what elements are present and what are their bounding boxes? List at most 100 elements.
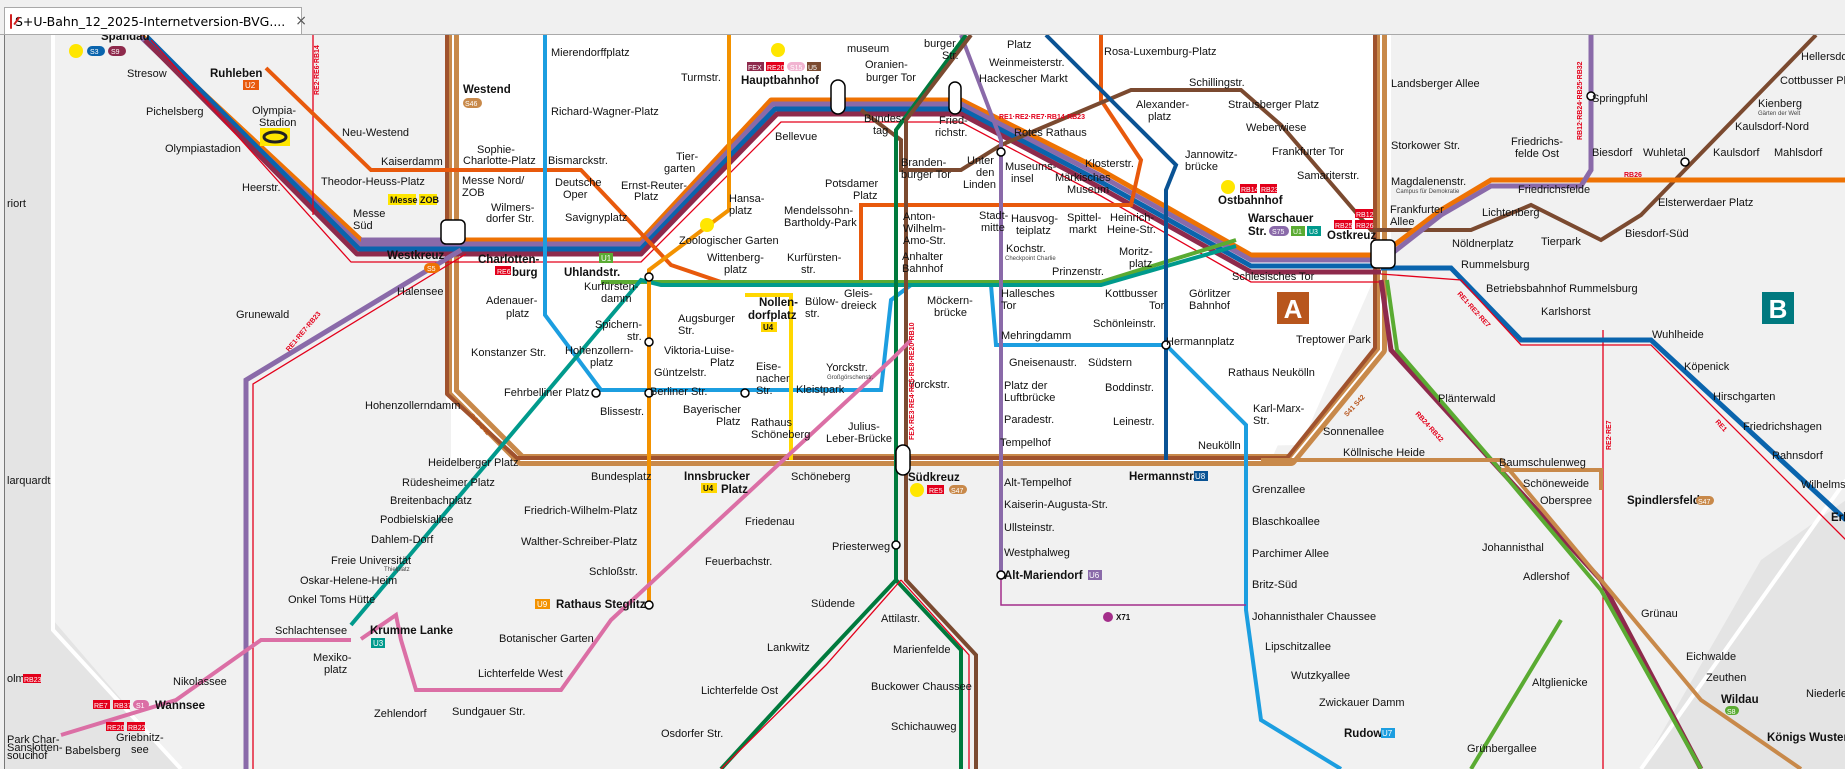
station-theodor-heuss-platz[interactable]: Theodor-Heuss-Platz — [321, 176, 425, 188]
station-leinestr[interactable]: Leinestr. — [1113, 416, 1155, 428]
station-golm[interactable]: olm — [7, 673, 25, 685]
station-sundgauer-str[interactable]: Sundgauer Str. — [452, 706, 525, 718]
station-hausvogteiplatz[interactable]: Hausvog- — [1011, 213, 1058, 225]
station-kurfuerstendamm[interactable]: Kurfürsten- — [584, 281, 639, 293]
station-gneisenaustr[interactable]: Gneisenaustr. — [1009, 357, 1077, 369]
station-zehlendorf[interactable]: Zehlendorf — [374, 708, 428, 720]
station-halensee[interactable]: Halensee — [397, 286, 443, 298]
station-warschauer-str[interactable]: Warschauer — [1248, 213, 1314, 225]
station-breitenbachplatz[interactable]: Breitenbachplatz — [390, 495, 472, 507]
station-wilhelmshagen[interactable]: Wilhelmshagen — [1801, 479, 1845, 491]
station-attilastr[interactable]: Attilastr. — [881, 613, 920, 625]
station-richard-wagner-platz[interactable]: Richard-Wagner-Platz — [551, 106, 659, 118]
station-konstanzer-str[interactable]: Konstanzer Str. — [471, 347, 546, 359]
station-anton-wilhelm-amo-str[interactable]: Anton- — [903, 211, 936, 223]
station-rudow[interactable]: Rudow — [1344, 728, 1382, 740]
station-priesterweg[interactable]: Priesterweg — [832, 541, 890, 553]
station-pichelsberg[interactable]: Pichelsberg — [146, 106, 203, 118]
station-hermannplatz[interactable]: Hermannplatz — [1166, 336, 1234, 348]
station-samariterstr[interactable]: Samariterstr. — [1297, 170, 1359, 182]
station-oskar-helene-heim[interactable]: Oskar-Helene-Heim — [300, 575, 397, 587]
station-westend[interactable]: Westend — [463, 84, 511, 96]
station-sophie-charlotte-platz[interactable]: Sophie- — [477, 144, 515, 156]
station-bayerischer-platz[interactable]: Bayerischer — [683, 404, 741, 416]
station-tierpark[interactable]: Tierpark — [1541, 236, 1581, 248]
station-eichwalde[interactable]: Eichwalde — [1686, 651, 1736, 663]
station-hallesches-tor[interactable]: Hallesches — [1001, 288, 1055, 300]
station-mendelssohn-bartholdy-park[interactable]: Mendelssohn- — [784, 205, 853, 217]
station-friedrichstr[interactable]: Fried- — [939, 115, 968, 127]
station-park-sanssouci[interactable]: Park — [7, 734, 30, 746]
station-babelsberg[interactable]: Babelsberg — [65, 745, 121, 757]
station-westphalweg[interactable]: Westphalweg — [1004, 547, 1070, 559]
station-kurfuerstenstr[interactable]: Kurfürsten- — [787, 252, 842, 264]
station-schoeneweide[interactable]: Schöneweide — [1523, 478, 1589, 490]
station-grenzallee[interactable]: Grenzallee — [1252, 484, 1305, 496]
station-rosa-luxemburg-platz[interactable]: Rosa-Luxemburg-Platz — [1104, 46, 1217, 58]
station-karl-marx-str[interactable]: Karl-Marx- — [1253, 403, 1305, 415]
station-spandau[interactable]: Spandau — [101, 35, 150, 43]
station-eisenacher-str[interactable]: Eise- — [756, 361, 781, 373]
station-stresow[interactable]: Stresow — [127, 68, 167, 80]
station-heerstr[interactable]: Heerstr. — [242, 182, 281, 194]
station-wildau[interactable]: Wildau — [1721, 694, 1759, 706]
station-hohenzollernplatz[interactable]: Hohenzollern- — [565, 345, 634, 357]
station-springpfuhl[interactable]: Springpfuhl — [1592, 93, 1648, 105]
station-friedrich-wilhelm-platz[interactable]: Friedrich-Wilhelm-Platz — [524, 505, 638, 517]
station-schoenleinstr[interactable]: Schönleinstr. — [1093, 318, 1156, 330]
station-kleistpark[interactable]: Kleistpark — [796, 384, 845, 396]
station-weberwiese[interactable]: Weberwiese — [1246, 122, 1306, 134]
station-oberspree[interactable]: Oberspree — [1540, 495, 1592, 507]
station-hackescher-markt[interactable]: Hackescher Markt — [979, 73, 1068, 85]
station-hellersdorf[interactable]: Hellersdorf — [1801, 51, 1845, 63]
station-betriebsbahnhof-rummelsburg[interactable]: Betriebsbahnhof Rummelsburg — [1486, 283, 1638, 295]
station-walther-schreiber-platz[interactable]: Walther-Schreiber-Platz — [521, 536, 637, 548]
station-spichernstr[interactable]: Spichern- — [595, 319, 642, 331]
station-baumschulenweg[interactable]: Baumschulenweg — [1499, 457, 1586, 469]
station-bismarckstr[interactable]: Bismarckstr. — [548, 155, 608, 167]
station-maerkisches-museum[interactable]: Märkisches — [1055, 172, 1111, 184]
station-karlshorst[interactable]: Karlshorst — [1541, 306, 1591, 318]
station-koellnische-heide[interactable]: Köllnische Heide — [1343, 447, 1425, 459]
station-freie-universitaet[interactable]: Freie Universität — [331, 555, 411, 567]
close-tab-button[interactable]: × — [295, 13, 307, 29]
station-gruenbergallee[interactable]: Grünbergallee — [1467, 743, 1537, 755]
station-alexanderplatz[interactable]: Alexander- — [1136, 99, 1190, 111]
station-parchimer-allee[interactable]: Parchimer Allee — [1252, 548, 1329, 560]
station-biesdorf-sued[interactable]: Biesdorf-Süd — [1625, 228, 1689, 240]
station-heinrich-heine-str[interactable]: Heinrich- — [1110, 212, 1154, 224]
station-schlossstr[interactable]: Schloßstr. — [589, 566, 638, 578]
station-hauptbahnhof[interactable]: Hauptbahnhof — [741, 75, 819, 87]
station-erkner[interactable]: Erkner — [1831, 512, 1845, 524]
station-rotes-rathaus[interactable]: Rotes Rathaus — [1014, 127, 1087, 139]
station-schlachtensee[interactable]: Schlachtensee — [275, 625, 347, 637]
station-yorckstr-u7[interactable]: Yorckstr. — [826, 362, 868, 374]
station-lichterfelde-ost[interactable]: Lichterfelde Ost — [701, 685, 778, 697]
station-niederlehme[interactable]: Niederlehme — [1806, 688, 1845, 700]
station-wannsee[interactable]: Wannsee — [155, 700, 205, 712]
station-bundestag[interactable]: Bundes- — [864, 113, 905, 125]
station-platz-der-luftbruecke[interactable]: Platz der — [1004, 380, 1048, 392]
station-wilmersdorfer-str[interactable]: Wilmers- — [491, 202, 535, 214]
station-ullsteinstr[interactable]: Ullsteinstr. — [1004, 522, 1055, 534]
document-tab[interactable]: S+U-Bahn_12_2025-Internetversion-BVG....… — [4, 7, 307, 34]
station-noeldnerplatz[interactable]: Nöldnerplatz — [1452, 238, 1514, 250]
station-fehrbelliner-platz[interactable]: Fehrbelliner Platz — [504, 387, 590, 399]
station-koepenick[interactable]: Köpenick — [1684, 361, 1730, 373]
station-botanischer-garten[interactable]: Botanischer Garten — [499, 633, 594, 645]
station-marienfelde[interactable]: Marienfelde — [893, 644, 950, 656]
station-weinmeisterstr[interactable]: Weinmeisterstr. — [989, 57, 1065, 69]
station-naturkundemuseum[interactable]: museum — [847, 43, 889, 55]
station-klosterstr[interactable]: Klosterstr. — [1085, 158, 1134, 170]
station-friedrichsfelde[interactable]: Friedrichsfelde — [1518, 184, 1590, 196]
station-mexikoplatz[interactable]: Mexiko- — [313, 652, 352, 664]
station-friedrichsfelde-ost[interactable]: Friedrichs- — [1511, 136, 1563, 148]
station-tiergarten[interactable]: Tier- — [676, 151, 699, 163]
station-mierendorffplatz[interactable]: Mierendorffplatz — [551, 47, 630, 59]
station-johannisthal[interactable]: Johannisthal — [1482, 542, 1544, 554]
station-spindlersfeld[interactable]: Spindlersfeld — [1627, 495, 1700, 507]
station-oranienburger-tor[interactable]: Oranien- — [865, 59, 908, 71]
station-kaiserdamm[interactable]: Kaiserdamm — [381, 156, 443, 168]
station-rahnsdorf[interactable]: Rahnsdorf — [1772, 450, 1824, 462]
station-adlershof[interactable]: Adlershof — [1523, 571, 1570, 583]
